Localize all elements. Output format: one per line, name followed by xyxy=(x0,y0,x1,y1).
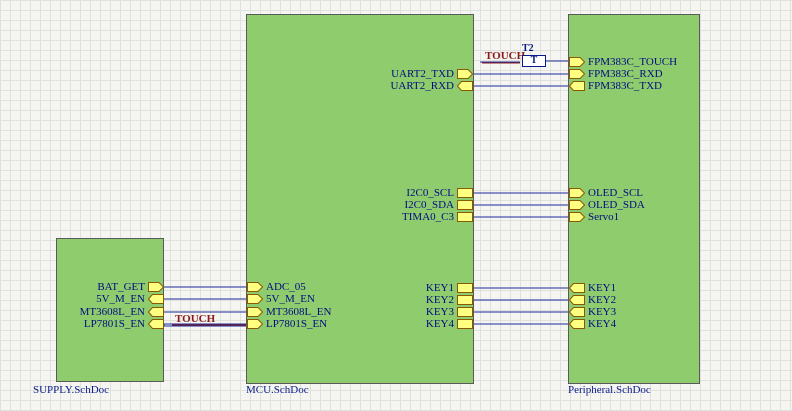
sheet-entry-periph-key3[interactable]: KEY3 xyxy=(569,306,619,317)
port-arrow-right-icon xyxy=(569,212,585,222)
port-arrow-right-icon xyxy=(247,294,263,304)
sheet-entry-mt3608l-en[interactable]: MT3608L_EN xyxy=(77,306,164,317)
port-arrow-right-icon xyxy=(457,69,473,79)
port-box-icon xyxy=(457,200,473,210)
sheet-entry-adc-05[interactable]: ADC_05 xyxy=(247,281,309,292)
net-label-touch-top[interactable]: TOUCH xyxy=(485,50,526,62)
sheet-entry-periph-key2[interactable]: KEY2 xyxy=(569,294,619,305)
net-label-touch-bottom[interactable]: TOUCH xyxy=(175,313,216,325)
sheet-entry-oled-sda[interactable]: OLED_SDA xyxy=(569,199,648,210)
port-box-icon xyxy=(457,188,473,198)
sheet-entry-tima0-c3[interactable]: TIMA0_C3 xyxy=(399,211,473,222)
port-arrow-left-icon xyxy=(148,319,164,329)
sheet-entry-i2c0-sda[interactable]: I2C0_SDA xyxy=(401,199,473,210)
mcu-sheet-symbol[interactable] xyxy=(246,14,474,384)
port-arrow-right-icon xyxy=(247,319,263,329)
port-arrow-left-icon xyxy=(569,295,585,305)
port-arrow-right-icon xyxy=(569,188,585,198)
sheet-entry-lp7801s-en[interactable]: LP7801S_EN xyxy=(81,318,164,329)
port-box-icon xyxy=(457,295,473,305)
port-arrow-right-icon xyxy=(247,307,263,317)
sheet-entry-mcu-key2[interactable]: KEY2 xyxy=(423,294,473,305)
port-arrow-left-icon xyxy=(148,307,164,317)
port-arrow-right-icon xyxy=(569,57,585,67)
port-arrow-left-icon xyxy=(569,81,585,91)
sheet-entry-uart2-txd[interactable]: UART2_TXD xyxy=(388,68,473,79)
port-arrow-left-icon xyxy=(569,307,585,317)
port-arrow-right-icon xyxy=(247,282,263,292)
sheet-entry-mcu-key4[interactable]: KEY4 xyxy=(423,318,473,329)
sheet-entry-mcu-lp7801s-en[interactable]: LP7801S_EN xyxy=(247,318,330,329)
sheet-entry-periph-key1[interactable]: KEY1 xyxy=(569,282,619,293)
sheet-entry-i2c0-scl[interactable]: I2C0_SCL xyxy=(403,187,473,198)
sheet-entry-fpm383c-txd[interactable]: FPM383C_TXD xyxy=(569,80,665,91)
peripheral-sheet-symbol[interactable] xyxy=(568,14,700,384)
sheet-entry-mcu-key1[interactable]: KEY1 xyxy=(423,282,473,293)
port-arrow-left-icon xyxy=(148,294,164,304)
port-arrow-right-icon xyxy=(569,200,585,210)
port-box-icon xyxy=(457,319,473,329)
test-point-designator: T2 xyxy=(522,43,534,54)
wire-touch-net[interactable] xyxy=(163,324,247,327)
sheet-entry-mcu-5v-m-en[interactable]: 5V_M_EN xyxy=(247,293,318,304)
test-point-body[interactable]: T xyxy=(522,55,546,67)
sheet-entry-servo1[interactable]: Servo1 xyxy=(569,211,622,222)
sheet-entry-mcu-mt3608l-en[interactable]: MT3608L_EN xyxy=(247,306,334,317)
port-arrow-left-icon xyxy=(457,81,473,91)
sheet-entry-bat-get[interactable]: BAT_GET xyxy=(94,281,164,292)
port-arrow-left-icon xyxy=(569,283,585,293)
port-box-icon xyxy=(457,307,473,317)
sheet-entry-uart2-rxd[interactable]: UART2_RXD xyxy=(387,80,473,91)
supply-sheet-name: SUPPLY.SchDoc xyxy=(33,384,110,396)
sheet-entry-fpm383c-touch[interactable]: FPM383C_TOUCH xyxy=(569,56,680,67)
sheet-entry-5v-m-en[interactable]: 5V_M_EN xyxy=(93,293,164,304)
port-arrow-right-icon xyxy=(569,69,585,79)
sheet-entry-periph-key4[interactable]: KEY4 xyxy=(569,318,619,329)
mcu-sheet-name: MCU.SchDoc xyxy=(246,384,309,396)
port-box-icon xyxy=(457,212,473,222)
sheet-entry-oled-scl[interactable]: OLED_SCL xyxy=(569,187,646,198)
port-arrow-left-icon xyxy=(569,319,585,329)
peripheral-sheet-name: Peripheral.SchDoc xyxy=(568,384,651,396)
port-arrow-right-icon xyxy=(148,282,164,292)
sheet-entry-mcu-key3[interactable]: KEY3 xyxy=(423,306,473,317)
sheet-entry-fpm383c-rxd[interactable]: FPM383C_RXD xyxy=(569,68,666,79)
port-box-icon xyxy=(457,283,473,293)
